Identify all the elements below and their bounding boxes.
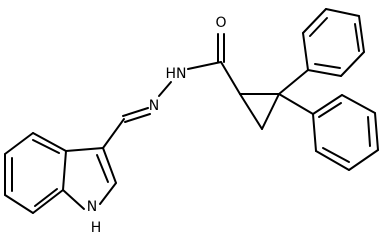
indole-n-label: N <box>87 199 97 215</box>
phenyl-lower-inner-bond <box>367 116 371 147</box>
benzene-inner-bond <box>34 188 58 207</box>
cyclopropane-bond-left <box>239 93 263 130</box>
benzene-inner-bond <box>32 139 60 154</box>
imine-double-bond <box>122 107 151 123</box>
phenyl-lower-bond <box>348 149 379 171</box>
nh-to-n-bond <box>158 81 172 97</box>
phenyl-upper-attach-bond <box>278 69 309 95</box>
imine-n-label: N <box>149 98 159 114</box>
phenyl-lower-bond <box>374 112 379 151</box>
phenyl-upper-bond <box>302 32 309 71</box>
pyrrole-bond <box>65 147 104 152</box>
benzene-bond <box>32 132 67 152</box>
phenyl-lower-bond <box>312 113 317 152</box>
benzene-bond <box>4 194 34 214</box>
phenyl-upper-inner-bond <box>309 17 328 37</box>
amide-nh-label: HN <box>166 66 187 82</box>
indole-pyrrole-ring <box>62 147 117 210</box>
indole-benzene-ring <box>4 132 67 214</box>
phenyl-lower-inner-bond <box>322 147 350 163</box>
oxygen-label: O <box>215 15 226 31</box>
phenyl-upper-bond <box>340 51 365 77</box>
phenyl-ring-lower <box>278 93 379 171</box>
cyclopropane-bond-right <box>261 93 280 130</box>
pyrrole-bond <box>99 182 117 205</box>
cyclopropane-ring <box>239 93 280 130</box>
pyrrole-bond <box>102 147 117 184</box>
phenyl-ring-upper <box>278 8 365 95</box>
ch-to-indole-bond <box>102 118 125 149</box>
imine-bond-b <box>124 113 151 123</box>
phenyl-upper-inner-bond <box>314 63 341 69</box>
benzene-bond <box>32 189 64 214</box>
carbonyl-to-cyclopropane-bond <box>220 61 241 95</box>
phenyl-lower-bond <box>315 150 350 171</box>
indole-h-label: H <box>91 220 102 236</box>
carbonyl-group <box>217 33 225 63</box>
benzene-fused-bond <box>62 150 67 191</box>
phenyl-upper-bond <box>358 15 365 53</box>
benzene-bond <box>4 132 34 155</box>
phenyl-lower-attach-bond <box>278 93 314 115</box>
phenyl-upper-inner-bond <box>354 23 360 52</box>
phenyl-upper-bond <box>307 69 342 77</box>
phenyl-lower-inner-bond <box>318 102 342 118</box>
imine-bond-a <box>122 107 149 117</box>
phenyl-lower-bond <box>341 94 376 114</box>
pyrrole-bond <box>62 189 85 210</box>
phenyl-upper-bond <box>302 8 327 34</box>
phenyl-upper-bond <box>325 8 360 17</box>
phenyl-lower-bond <box>312 94 343 115</box>
pyrrole-inner-bond <box>96 154 109 183</box>
carbonyl-to-nh-bond <box>187 61 222 70</box>
